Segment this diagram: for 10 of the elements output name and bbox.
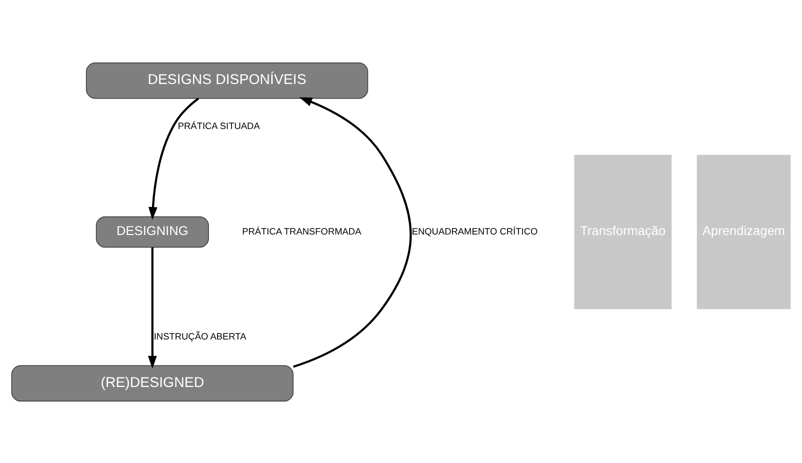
edge-label: ENQUADRAMENTO CRÍTICO (412, 226, 538, 236)
node-box: DESIGNS DISPONÍVEIS (86, 62, 368, 98)
edge-label: PRÁTICA SITUADA (178, 120, 260, 131)
arrow (148, 246, 157, 368)
arrow (292, 96, 412, 368)
node-box: (RE)DESIGNED (11, 364, 294, 401)
node-box: DESIGNING (96, 216, 209, 248)
edge-label: INSTRUÇÃO ABERTA (154, 331, 246, 342)
label: PRÁTICA TRANSFORMADA (242, 226, 362, 236)
arrow (148, 97, 200, 220)
